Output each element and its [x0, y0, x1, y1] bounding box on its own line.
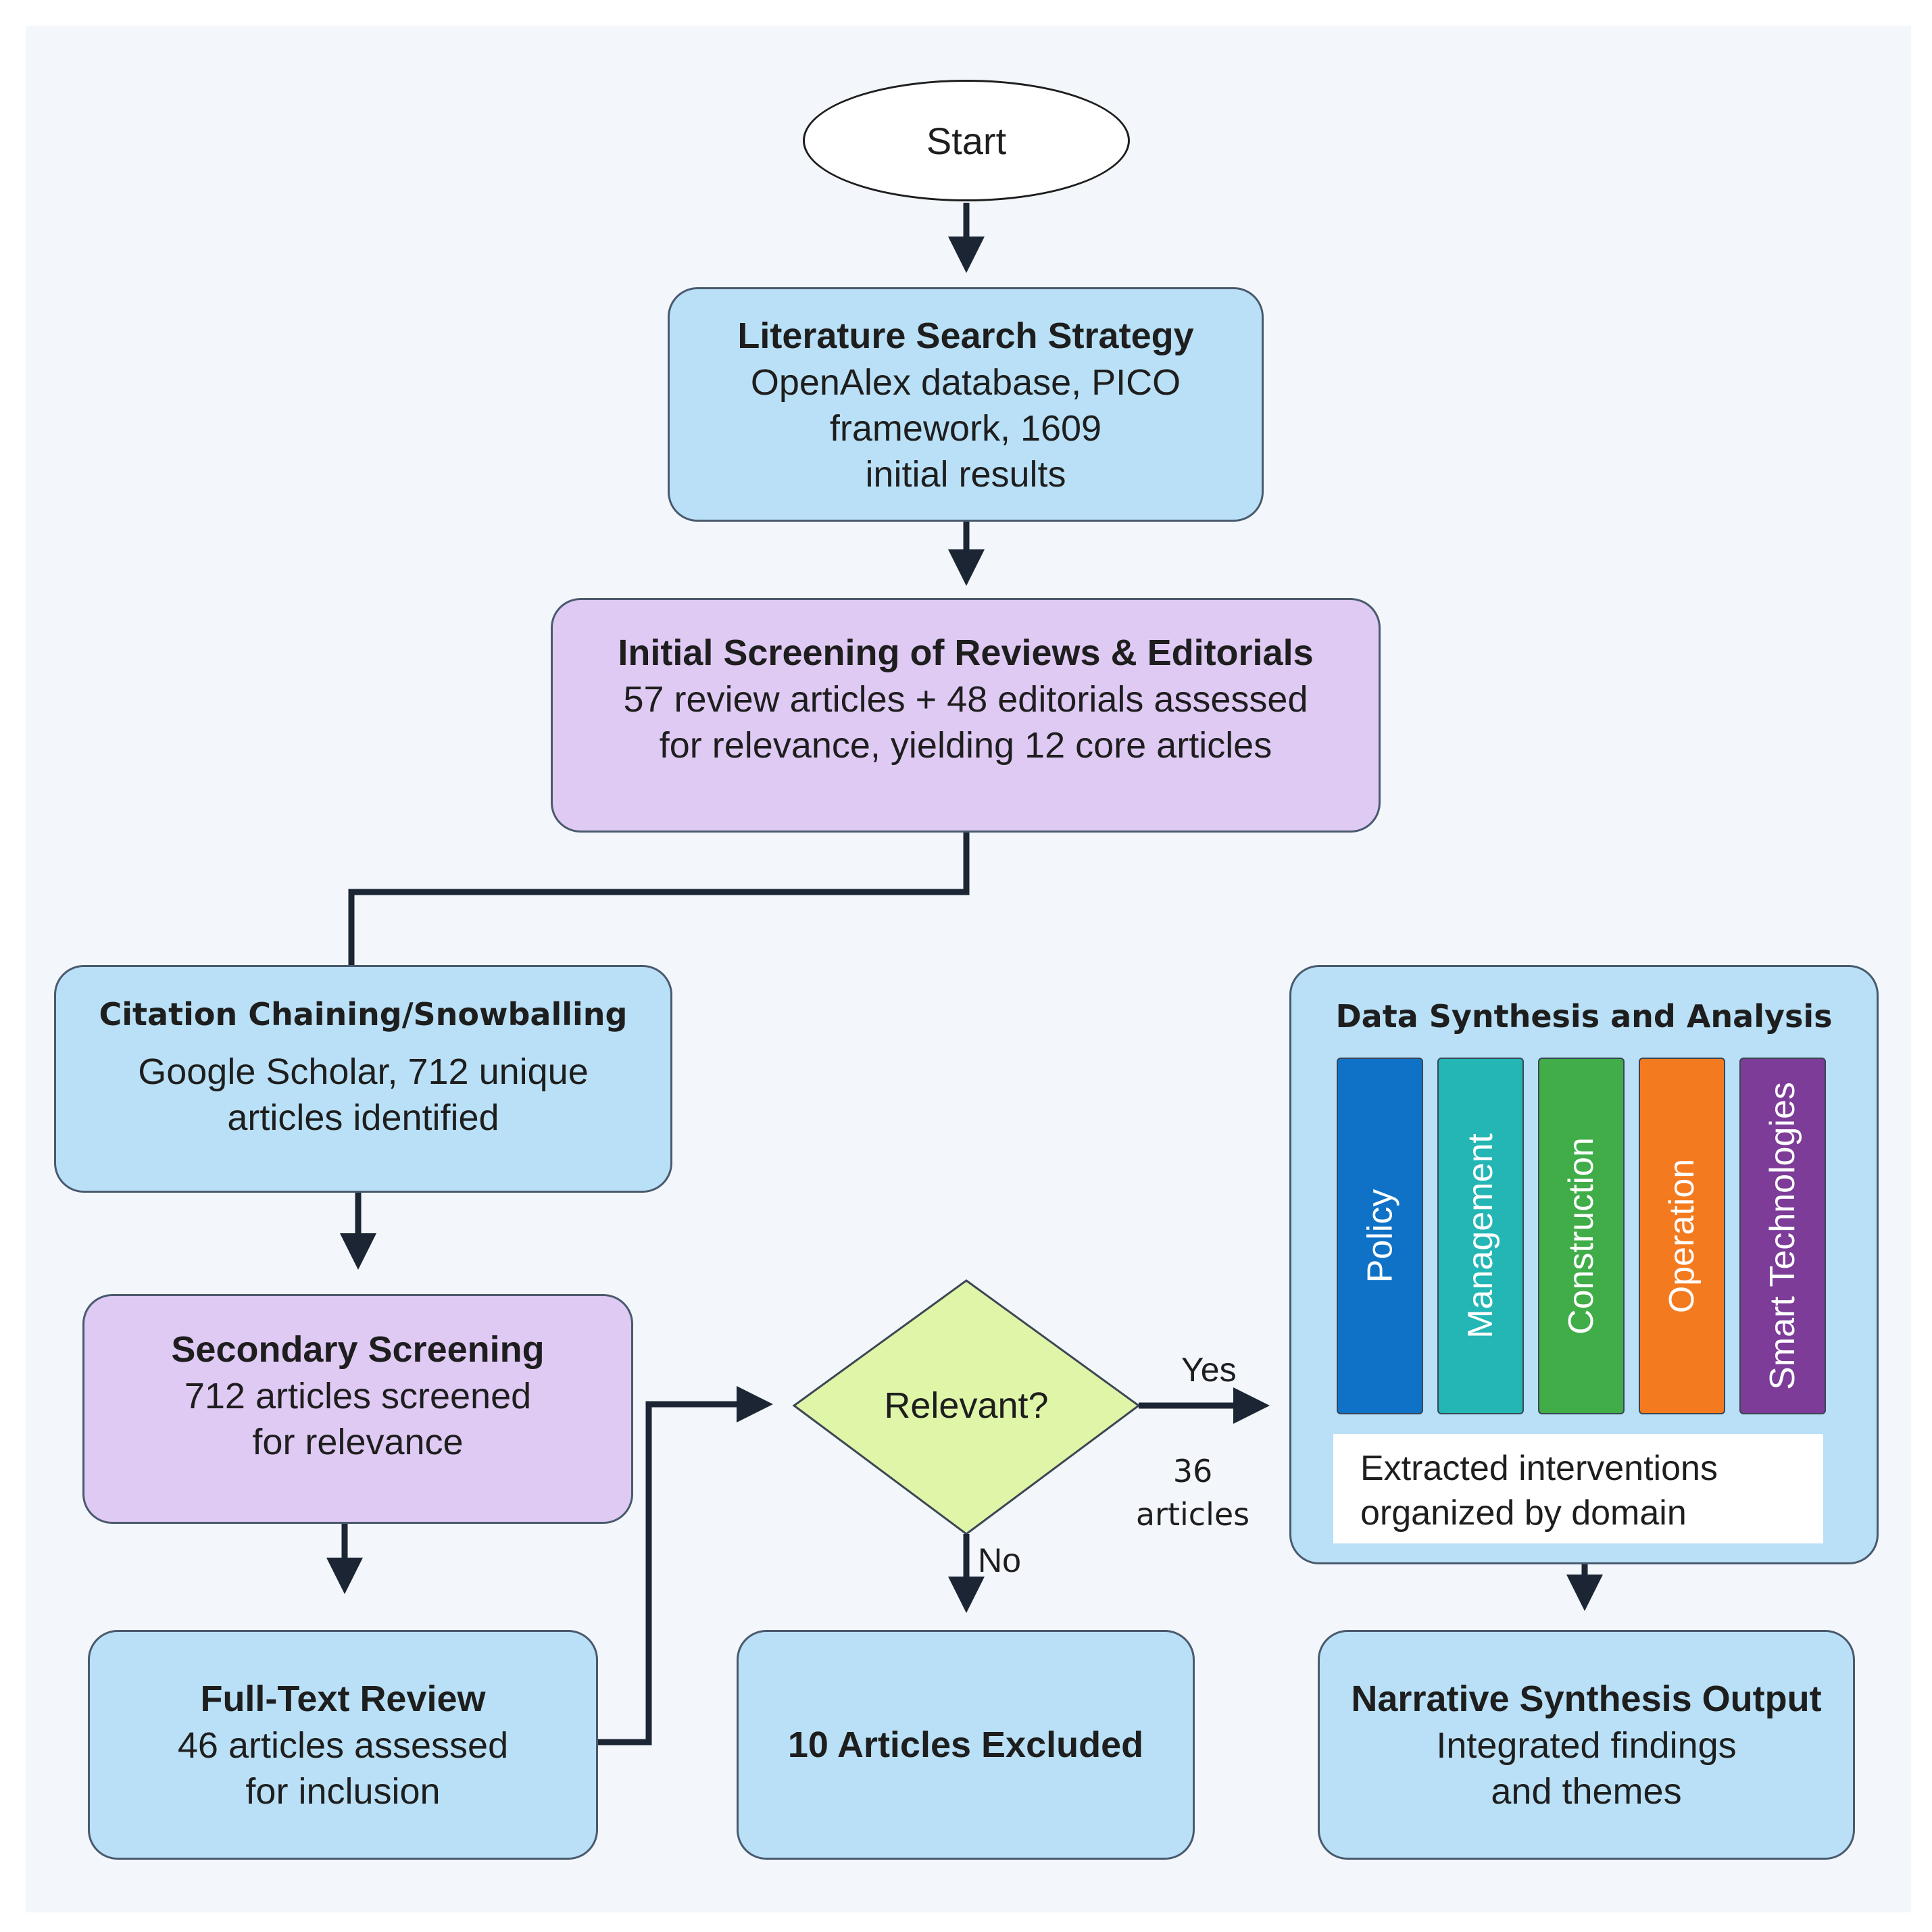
full-text-review-title: Full-Text Review: [200, 1679, 486, 1719]
domain-bar-smart-technologies: Smart Technologies: [1739, 1058, 1826, 1414]
initial-screening-title: Initial Screening of Reviews & Editorial…: [618, 632, 1314, 673]
narrative-output-box: Narrative Synthesis Output Integrated fi…: [1318, 1630, 1855, 1860]
secondary-screening-box: Secondary Screening 712 articles screene…: [82, 1294, 633, 1524]
decision-yes-label: Yes: [1181, 1351, 1237, 1389]
full-text-review-box: Full-Text Review 46 articles assessed fo…: [88, 1630, 598, 1860]
arrow-fulltext-to-decision: [598, 1386, 773, 1745]
literature-search-title: Literature Search Strategy: [737, 315, 1194, 356]
excluded-box: 10 Articles Excluded: [737, 1630, 1195, 1860]
literature-search-box: Literature Search Strategy OpenAlex data…: [668, 287, 1264, 522]
secondary-screening-title: Secondary Screening: [171, 1329, 545, 1370]
narrative-output-title: Narrative Synthesis Output: [1351, 1679, 1822, 1719]
domain-label-smart-technologies: Smart Technologies: [1763, 1082, 1802, 1390]
start-terminal: Start: [803, 80, 1130, 201]
excluded-title: 10 Articles Excluded: [787, 1725, 1144, 1765]
citation-chaining-box: Citation Chaining/Snowballing Google Sch…: [54, 965, 672, 1193]
extracted-interventions-box: Extracted interventions organized by dom…: [1333, 1434, 1823, 1543]
yes-count-unit: articles: [1135, 1496, 1250, 1533]
domain-label-policy: Policy: [1360, 1189, 1400, 1283]
citation-chaining-title: Citation Chaining/Snowballing: [99, 995, 628, 1033]
data-synthesis-title: Data Synthesis and Analysis: [1335, 998, 1833, 1035]
domain-label-construction: Construction: [1562, 1137, 1602, 1335]
decision-label: Relevant?: [884, 1385, 1049, 1426]
domain-bar-operation: Operation: [1639, 1058, 1725, 1414]
decision-no-label: No: [978, 1541, 1021, 1579]
secondary-screening-body: 712 articles screened for relevance: [184, 1376, 532, 1462]
narrative-output-body: Integrated findings and themes: [1436, 1725, 1737, 1812]
domain-bar-construction: Construction: [1538, 1058, 1625, 1414]
domain-label-operation: Operation: [1662, 1158, 1702, 1314]
connector-screening-to-citation: [348, 833, 970, 965]
yes-count-number: 36: [1172, 1453, 1213, 1489]
domain-bar-policy: Policy: [1337, 1058, 1423, 1414]
domain-bar-management: Management: [1437, 1058, 1524, 1414]
initial-screening-body: 57 review articles + 48 editorials asses…: [623, 678, 1308, 766]
literature-search-body: OpenAlex database, PICO framework, 1609 …: [750, 362, 1181, 495]
full-text-review-body: 46 articles assessed for inclusion: [177, 1725, 509, 1812]
initial-screening-box: Initial Screening of Reviews & Editorial…: [551, 598, 1381, 833]
citation-chaining-body: Google Scholar, 712 unique articles iden…: [138, 1051, 589, 1138]
domain-label-management: Management: [1461, 1133, 1500, 1339]
yes-count-label: 36 articles: [1118, 1450, 1267, 1536]
